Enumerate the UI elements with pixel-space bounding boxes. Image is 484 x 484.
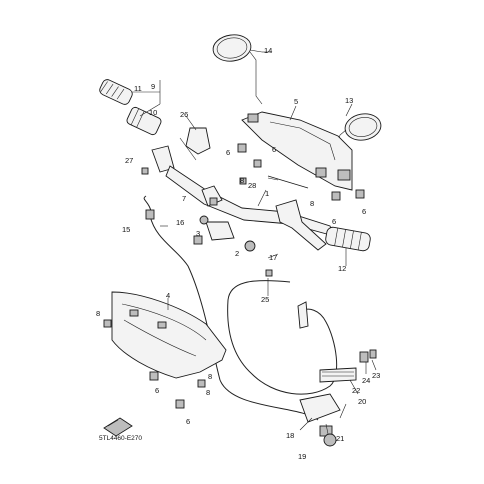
callout-4: 4 — [166, 291, 170, 300]
switch-housing — [151, 127, 211, 173]
callout-26: 26 — [180, 110, 188, 119]
callout-25: 25 — [261, 295, 269, 304]
callout-24: 24 — [362, 376, 370, 385]
callout-27: 27 — [125, 156, 133, 165]
callout-8a: 8 — [240, 176, 244, 185]
callout-13: 13 — [345, 96, 353, 105]
callout-8b: 8 — [310, 199, 314, 208]
front-cover — [111, 291, 227, 379]
diagram-code: 5TL4460-E270 — [99, 435, 142, 442]
callout-21: 21 — [336, 434, 344, 443]
callout-6f: 6 — [186, 417, 190, 426]
callout-28: 28 — [248, 181, 256, 190]
callout-2: 2 — [235, 249, 239, 258]
callout-3: 3 — [196, 229, 200, 238]
callout-14: 14 — [264, 46, 272, 55]
callout-8d: 8 — [206, 388, 210, 397]
callout-23: 23 — [372, 371, 380, 380]
handlebar-bracket — [241, 111, 353, 191]
callout-12: 12 — [338, 264, 346, 273]
right-grip — [325, 226, 371, 252]
callout-7: 7 — [182, 194, 186, 203]
grip-sleeve — [126, 106, 162, 136]
rod — [267, 175, 309, 189]
leader-lines — [132, 49, 377, 435]
front-direction-icon — [103, 417, 133, 437]
handlebar — [165, 165, 335, 237]
callout-17: 17 — [269, 253, 277, 262]
callout-6b: 6 — [272, 145, 276, 154]
callout-8e: 8 — [208, 372, 212, 381]
callout-1: 1 — [265, 189, 269, 198]
callout-19: 19 — [298, 452, 306, 461]
callout-labels: 1 2 3 4 5 6 6 6 6 6 6 7 8 8 8 8 8 9 10 1… — [96, 46, 380, 461]
callout-10: 10 — [149, 108, 157, 117]
callout-11: 11 — [134, 84, 142, 93]
callout-18: 18 — [286, 431, 294, 440]
callout-20: 20 — [358, 397, 366, 406]
brake-lever — [199, 199, 327, 252]
right-mirror — [337, 113, 382, 143]
throttle-cable — [227, 280, 338, 395]
callout-15: 15 — [122, 225, 130, 234]
lower-bracket — [299, 349, 377, 447]
fasteners — [103, 143, 365, 409]
callout-6d: 6 — [362, 207, 366, 216]
callout-6c: 6 — [332, 217, 336, 226]
callout-6e: 6 — [155, 386, 159, 395]
callout-22: 22 — [352, 386, 360, 395]
left-grip — [99, 79, 133, 105]
left-mirror — [212, 34, 272, 105]
callout-5: 5 — [294, 97, 298, 106]
callout-8c: 8 — [96, 309, 100, 318]
callout-16: 16 — [176, 218, 184, 227]
callout-9: 9 — [151, 82, 155, 91]
callout-6a: 6 — [226, 148, 230, 157]
